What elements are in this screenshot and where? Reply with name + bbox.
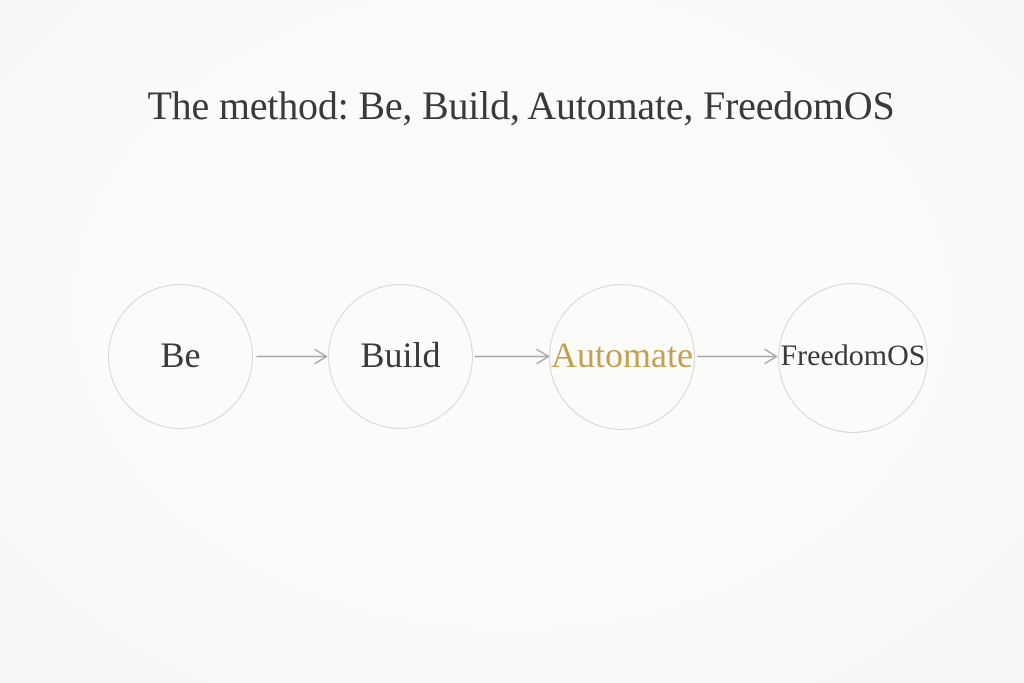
slide-title: The method: Be, Build, Automate, Freedom… — [147, 83, 895, 128]
node-freedomos-label: FreedomOS — [780, 339, 926, 372]
node-automate-label: Automate — [551, 335, 693, 375]
node-be-label: Be — [160, 334, 201, 375]
node-build-label: Build — [360, 334, 441, 375]
node-be: Be — [108, 284, 253, 429]
arrow-right-icon — [256, 348, 328, 365]
node-automate: Automate — [549, 284, 695, 430]
arrow-right-icon — [697, 348, 778, 365]
arrow-right-icon — [474, 348, 550, 365]
node-build: Build — [328, 284, 473, 429]
node-freedomos: FreedomOS — [778, 283, 928, 433]
